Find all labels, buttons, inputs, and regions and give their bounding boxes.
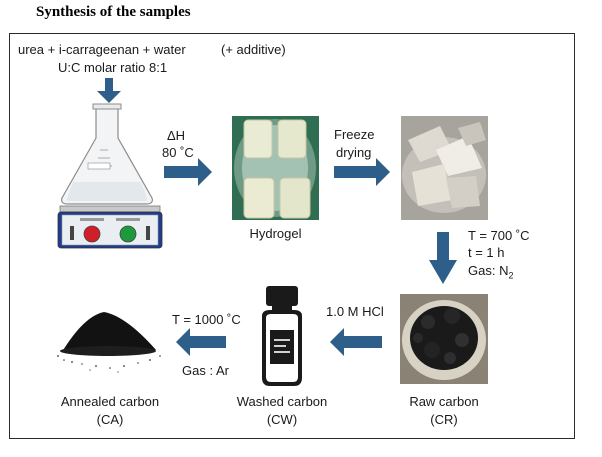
raw-carbon-label: Raw carbon xyxy=(409,394,479,409)
figure-title: Synthesis of the samples xyxy=(36,4,191,20)
reactants-text: urea + i-carrageenan + water xyxy=(18,42,186,57)
temperature-80-label: 80 ˚C xyxy=(162,145,194,160)
additive-text: (+ additive) xyxy=(221,42,286,57)
arrow-right-freeze xyxy=(334,158,390,186)
raw-carbon-code: (CR) xyxy=(430,412,458,427)
arrow-left-hcl xyxy=(330,328,382,356)
hydrogel-photo xyxy=(232,116,319,220)
freeze-label: Freeze xyxy=(334,127,375,142)
diagram-frame xyxy=(9,33,575,439)
annealed-carbon-code: (CA) xyxy=(96,412,124,427)
washed-carbon-code: (CW) xyxy=(266,412,298,427)
drying-label: drying xyxy=(336,145,372,160)
anneal-gas-label: Gas : Ar xyxy=(182,363,229,378)
bottle-icon xyxy=(262,286,302,386)
hcl-label: 1.0 M HCl xyxy=(326,304,384,319)
pyrolysis-temp-label: T = 700 ˚C xyxy=(468,228,530,243)
flask-hotplate-image xyxy=(57,103,163,249)
arrow-left-anneal xyxy=(176,328,226,356)
arrow-down-reactants xyxy=(97,78,121,103)
flask-icon xyxy=(61,107,153,205)
process-arrows xyxy=(97,78,457,356)
molar-ratio-text: U:C molar ratio 8:1 xyxy=(58,60,168,75)
annealed-carbon-label: Annealed carbon xyxy=(60,394,160,409)
heat-label: ΔH xyxy=(167,128,186,143)
anneal-temp-label: T = 1000 ˚C xyxy=(172,312,241,327)
washed-carbon-label: Washed carbon xyxy=(236,394,328,409)
hotplate-top xyxy=(59,205,161,213)
arrow-down-pyrolysis xyxy=(429,232,457,284)
speed-knob-icon xyxy=(119,225,137,243)
gas-n-text: Gas: N xyxy=(468,263,509,278)
freeze-dried-photo xyxy=(401,116,488,220)
pyrolysis-time-label: t = 1 h xyxy=(468,245,505,260)
raw-carbon-photo xyxy=(400,294,488,384)
temperature-knob-icon xyxy=(83,225,101,243)
powder-pile-image xyxy=(57,312,161,373)
pyrolysis-gas-label: Gas: N2 xyxy=(468,263,513,281)
gas-subscript: 2 xyxy=(508,270,514,281)
hydrogel-label: Hydrogel xyxy=(249,226,302,241)
arrow-right-heat xyxy=(164,158,212,186)
